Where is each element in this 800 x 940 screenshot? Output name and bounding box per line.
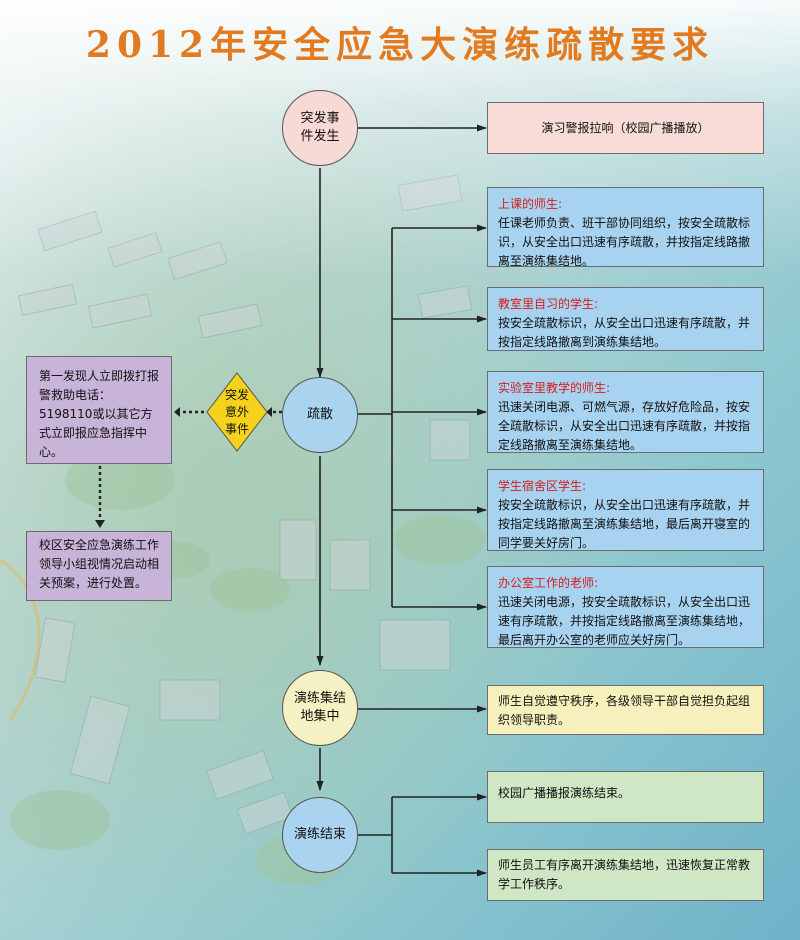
end-note-box-broadcast: 校园广播播报演练结束。 xyxy=(487,771,764,823)
end-node-label: 演练结束 xyxy=(293,827,346,842)
report-box: 第一发现人立即拨打报警救助电话：5198110或以其它方式立即报应急指挥中心。 xyxy=(26,356,172,464)
end-note-text: 师生员工有序离开演练集结地，迅速恢复正常教学工作秩序。 xyxy=(498,858,751,891)
instruction-box-lab: 实验室里教学的师生: 迅速关闭电源、可燃气源，存放好危险品，按安全疏散标识，从安… xyxy=(487,371,764,453)
instruction-text: 迅速关闭电源、可燃气源，存放好危险品，按安全疏散标识，从安全出口迅速有序疏散，并… xyxy=(498,400,751,452)
instruction-box-selfstudy: 教室里自习的学生: 按安全疏散标识，从安全出口迅速有序疏散，并按指定线路撤离到演… xyxy=(487,287,764,351)
alarm-box: 演习警报拉响（校园广播播放） xyxy=(487,102,764,154)
instruction-heading: 学生宿舍区学生: xyxy=(498,479,587,493)
assembly-note-text: 师生自觉遵守秩序，各级领导干部自觉担负起组织领导职责。 xyxy=(498,694,751,727)
end-node: 演练结束 xyxy=(282,797,358,873)
assembly-note-box: 师生自觉遵守秩序，各级领导干部自觉担负起组织领导职责。 xyxy=(487,685,764,735)
response-text: 校区安全应急演练工作领导小组视情况启动相关预案，进行处置。 xyxy=(39,538,160,590)
instruction-heading: 办公室工作的老师: xyxy=(498,576,599,590)
instruction-heading: 教室里自习的学生: xyxy=(498,297,599,311)
instruction-heading: 实验室里教学的师生: xyxy=(498,381,611,395)
page-title: 2012年安全应急大演练疏散要求 xyxy=(85,24,715,66)
instruction-heading: 上课的师生: xyxy=(498,197,563,211)
alarm-text: 演习警报拉响（校园广播播放） xyxy=(541,120,710,135)
emergency-label: 突发意外事件 xyxy=(224,387,249,436)
end-note-text: 校园广播播报演练结束。 xyxy=(498,786,631,800)
start-node-label: 突发事件发生 xyxy=(300,111,340,144)
instruction-box-office: 办公室工作的老师: 迅速关闭电源，按安全疏散标识，从安全出口迅速有序疏散，并按指… xyxy=(487,566,764,648)
instruction-text: 迅速关闭电源，按安全疏散标识，从安全出口迅速有序疏散，并按指定线路撤离至演练集结… xyxy=(498,595,751,647)
assemble-node: 演练集结地集中 xyxy=(282,670,358,746)
end-note-box-resume: 师生员工有序离开演练集结地，迅速恢复正常教学工作秩序。 xyxy=(487,849,764,901)
start-node: 突发事件发生 xyxy=(282,90,358,166)
response-box: 校区安全应急演练工作领导小组视情况启动相关预案，进行处置。 xyxy=(26,531,172,601)
emergency-diamond: 突发意外事件 xyxy=(206,372,268,452)
assemble-node-label: 演练集结地集中 xyxy=(293,691,346,724)
evacuate-node-label: 疏散 xyxy=(306,407,333,422)
report-text: 第一发现人立即拨打报警救助电话：5198110或以其它方式立即报应急指挥中心。 xyxy=(39,369,160,459)
evacuate-node: 疏散 xyxy=(282,377,358,453)
instruction-box-class: 上课的师生: 任课老师负责、班干部协同组织，按安全疏散标识，从安全出口迅速有序疏… xyxy=(487,187,764,268)
instruction-text: 任课老师负责、班干部协同组织，按安全疏散标识，从安全出口迅速有序疏散，并按指定线… xyxy=(498,216,751,268)
instruction-text: 按安全疏散标识，从安全出口迅速有序疏散，并按指定线路撤离至演练集结地，最后离开寝… xyxy=(498,498,751,550)
instruction-box-dormitory: 学生宿舍区学生: 按安全疏散标识，从安全出口迅速有序疏散，并按指定线路撤离至演练… xyxy=(487,469,764,551)
diamond-shape xyxy=(206,372,268,452)
instruction-text: 按安全疏散标识，从安全出口迅速有序疏散，并按指定线路撤离到演练集结地。 xyxy=(498,316,751,349)
